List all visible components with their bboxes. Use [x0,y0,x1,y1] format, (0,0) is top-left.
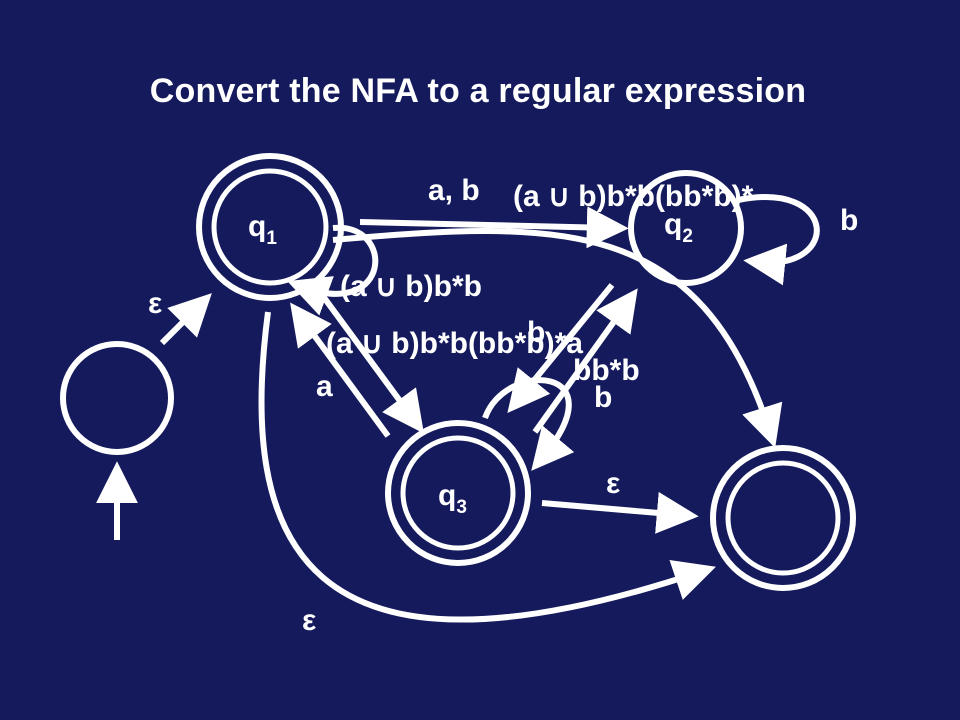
state-q3-outer-ring [385,420,531,566]
label-q3-q2-b: b [594,381,612,414]
state-q1-outer-ring [196,153,344,301]
edge-q3-self-loop [482,377,575,471]
state-q3-inner-ring [400,435,516,551]
label-q2-self: b [840,204,858,237]
edge-q2-self-loop [737,194,820,286]
state-q3-label: q3 [438,479,467,518]
edge-q1-self-loop [287,224,379,316]
state-accept-outer-ring [710,445,856,591]
label-q3-q1-regex: (a ∪ b)b*b(bb*b)*a [326,327,583,360]
state-q2-label: q2 [664,208,693,247]
label-q3-self: bb*b [573,354,640,387]
edge-q3-to-q1 [290,302,391,438]
label-q1-self: (a ∪ b)b*b [340,270,482,303]
state-q3: q3 [385,420,531,566]
state-q2-ring [628,170,744,286]
slide-title: Convert the NFA to a regular expression [149,72,807,110]
label-q1-accept-eps: ε [302,604,316,637]
edge-q1-to-accept-bottom [258,311,716,623]
state-q2: q2 [628,170,744,286]
state-q1-label: q1 [248,210,277,249]
edge-q1-to-q3 [314,286,424,434]
state-accept [710,445,856,591]
edge-q1-to-q2 [359,206,629,249]
state-accept-inner-ring [725,460,841,576]
label-q3-accept-eps: ε [606,467,620,500]
edge-q1-to-accept-top [332,228,783,448]
edge-start-to-q1 [159,293,212,346]
label-q2-q3-b: b [527,316,545,349]
label-q1-q2: a, b [428,174,480,207]
label-q3-q1-a: a [316,370,333,403]
state-start-ring [60,341,174,455]
state-start [60,341,174,455]
label-start-eps: ε [148,287,162,320]
state-q1-inner-ring [211,168,329,286]
label-q1-q2-regex: (a ∪ b)b*b(bb*b)* [513,180,754,213]
edge-q3-to-accept [541,491,699,534]
state-q1: q1 [196,153,344,301]
edge-q3-to-q2 [532,288,638,434]
